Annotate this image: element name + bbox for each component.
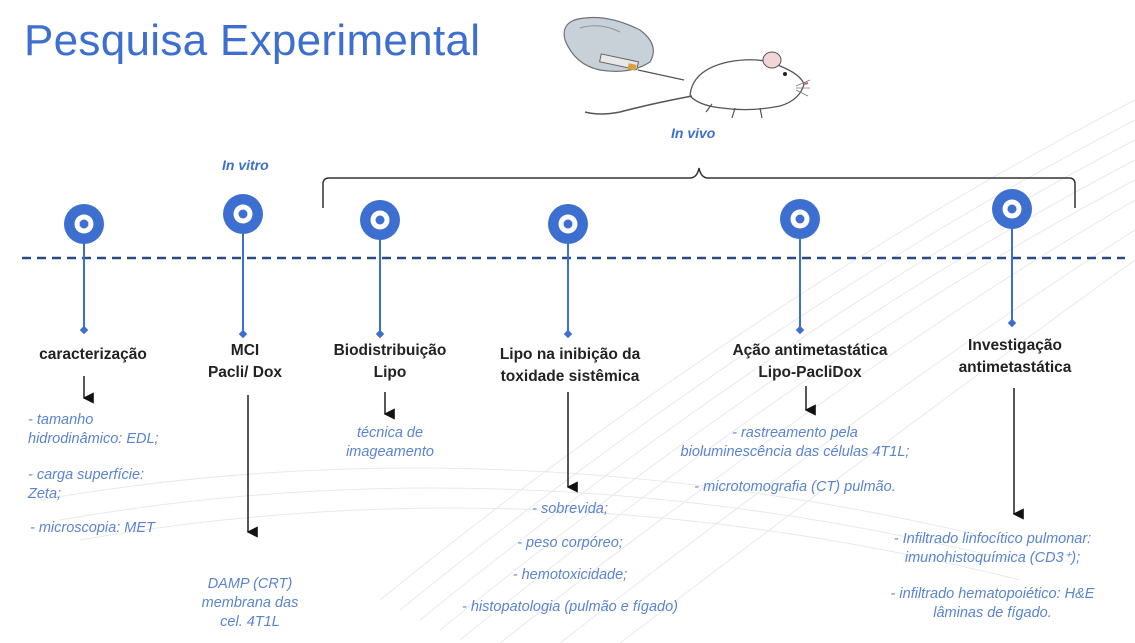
stage-detail-toxidade-4: - histopatologia (pulmão e fígado) (461, 599, 679, 615)
stage-detail-caracterizacao-3: - microscopia: MET (30, 520, 155, 536)
stage-detail-toxidade-1: - sobrevida; (532, 501, 608, 517)
timeline-node-2 (223, 194, 263, 339)
stage-label-caracterizacao: caracterização (39, 346, 147, 363)
phase-label-in-vitro: In vitro (222, 157, 269, 173)
timeline-node-4 (548, 204, 588, 339)
stage-detail-toxidade-2: - peso corpóreo; (517, 535, 623, 551)
syringe-hand-icon (563, 16, 685, 81)
connector-diamond (375, 329, 385, 339)
timeline-node-1 (64, 204, 104, 335)
timeline-node-6 (992, 189, 1032, 328)
phase-label-in-vivo: In vivo (671, 125, 716, 141)
stage-detail-caracterizacao-2: - carga superfície:Zeta; (28, 467, 145, 502)
connector-diamond (79, 325, 89, 335)
connector-diamond (238, 329, 248, 339)
stage-detail-investigacao-1: - Infiltrado linfocítico pulmonar:imunoh… (893, 531, 1092, 566)
background-swoosh (39, 99, 1135, 643)
timeline-node-5 (780, 199, 820, 335)
stage-detail-acao-2: - microtomografia (CT) pulmão. (694, 479, 896, 495)
in-vivo-brace (322, 167, 1076, 208)
mouse-icon (584, 51, 811, 119)
connector-diamond (795, 325, 805, 335)
connector-diamond (1007, 318, 1017, 328)
timeline-node-3 (360, 200, 400, 339)
connector-diamond (563, 329, 573, 339)
page-title: Pesquisa Experimental (24, 16, 481, 65)
stage-detail-toxidade-3: - hemotoxicidade; (512, 567, 628, 583)
